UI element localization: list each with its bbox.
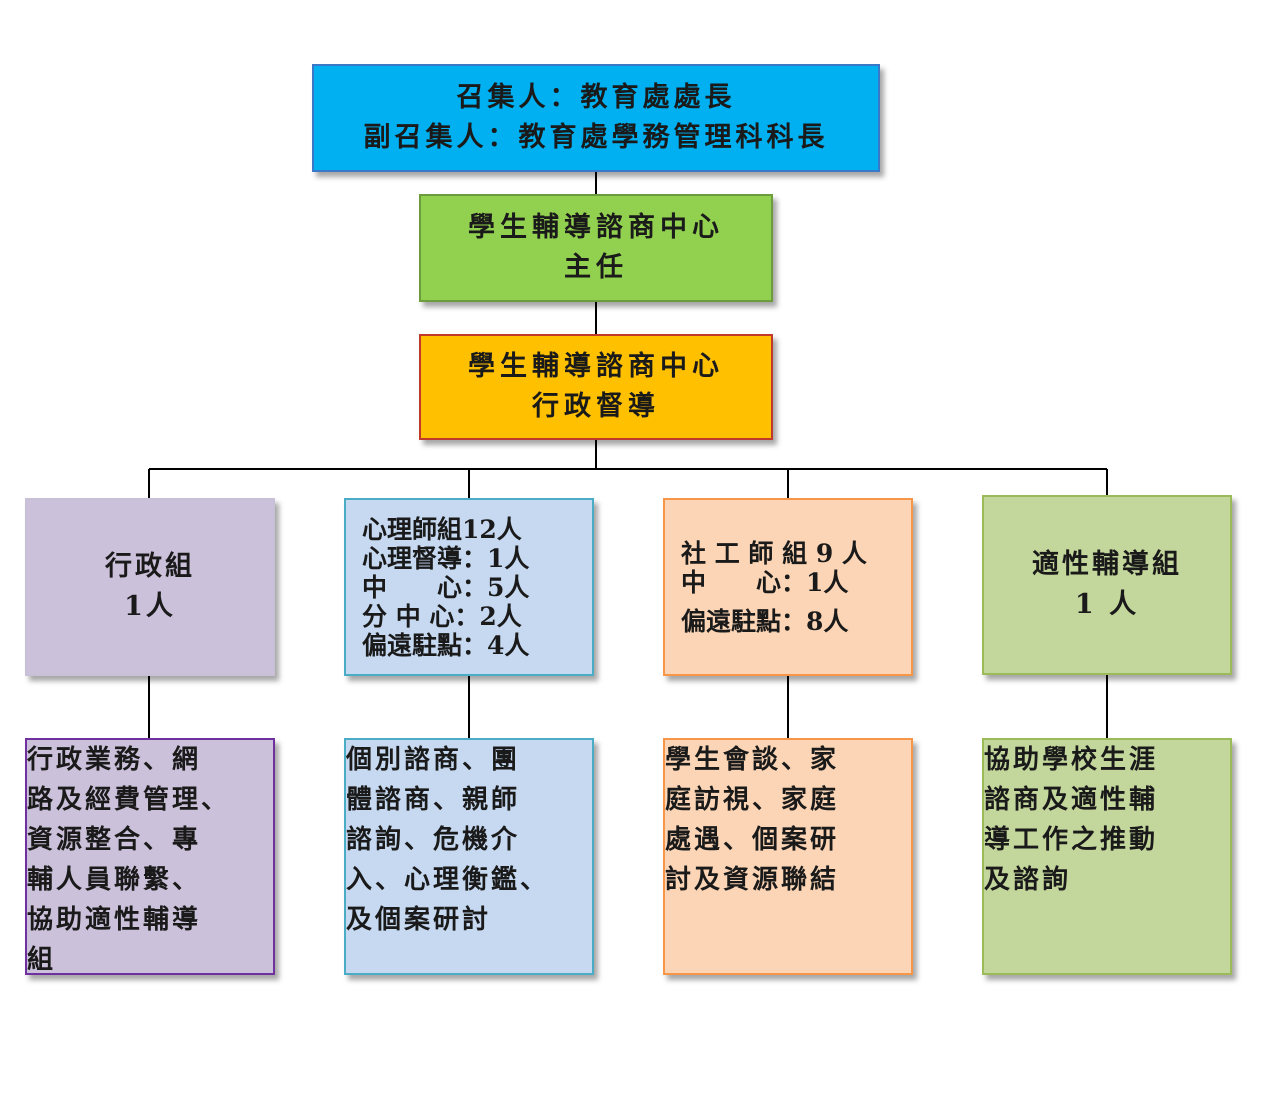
- career-duty-line: 及諮詢: [984, 865, 1072, 895]
- supervisor-role: 行政督導: [532, 391, 660, 422]
- career-duty-box: 協助學校生涯 諮商及適性輔 導工作之推動 及諮詢: [982, 738, 1232, 975]
- career-group-name: 適性輔導組: [1032, 549, 1182, 580]
- social-duty-line: 庭訪視、家庭: [665, 785, 840, 815]
- admin-duty-line: 行政業務、網: [27, 745, 202, 775]
- admin-group-count: 1人: [124, 591, 176, 622]
- social-duty-line: 討及資源聯結: [665, 865, 840, 895]
- psych-duty-box: 個別諮商、團 體諮商、親師 諮詢、危機介 入、心理衡鑑、 及個案研討: [344, 738, 594, 975]
- psych-group-box: 心理師組12人 心理督導：1人 中 心：5人 分 中 心：2人 偏遠駐點：4人: [344, 498, 594, 676]
- psych-duty-line: 入、心理衡鑑、: [346, 865, 550, 895]
- convener-title: 召集人：教育處處長: [456, 82, 736, 113]
- director-unit: 學生輔導諮商中心: [468, 212, 724, 243]
- psych-duty-line: 及個案研討: [346, 905, 492, 935]
- convener-box: 召集人：教育處處長 副召集人：教育處學務管理科科長: [312, 64, 880, 172]
- director-box: 學生輔導諮商中心 主任: [419, 194, 773, 302]
- psych-branch-count: 分 中 心：2人: [362, 601, 522, 631]
- social-center-count: 中 心：1人: [681, 567, 849, 597]
- career-duty-line: 諮商及適性輔: [984, 785, 1159, 815]
- admin-duty-line: 協助適性輔導: [27, 905, 202, 935]
- admin-duty-line: 輔人員聯繫、: [27, 865, 202, 895]
- psych-duty-line: 個別諮商、團: [346, 745, 521, 775]
- psych-group-name: 心理師組12人: [362, 514, 522, 544]
- social-remote-count: 偏遠駐點：8人: [681, 606, 849, 636]
- career-duty-line: 導工作之推動: [984, 825, 1159, 855]
- career-group-box: 適性輔導組 1 人: [982, 495, 1232, 675]
- psych-remote-count: 偏遠駐點：4人: [362, 630, 530, 660]
- social-group-name: 社 工 師 組 9 人: [681, 538, 867, 568]
- supervisor-unit: 學生輔導諮商中心: [468, 351, 724, 382]
- admin-duty-line: 路及經費管理、: [27, 785, 231, 815]
- deputy-convener-title: 副召集人：教育處學務管理科科長: [363, 122, 829, 153]
- admin-duty-box: 行政業務、網 路及經費管理、 資源整合、專 輔人員聯繫、 協助適性輔導 組: [25, 738, 275, 975]
- career-group-count: 1 人: [1074, 589, 1140, 620]
- psych-duty-line: 體諮商、親師: [346, 785, 521, 815]
- admin-group-name: 行政組: [105, 551, 195, 582]
- social-group-box: 社 工 師 組 9 人 中 心：1人 偏遠駐點：8人: [663, 498, 913, 676]
- social-duty-line: 學生會談、家: [665, 745, 840, 775]
- psych-supervisor-count: 心理督導：1人: [362, 543, 530, 573]
- admin-duty-line: 資源整合、專: [27, 825, 202, 855]
- director-role: 主任: [564, 252, 628, 283]
- career-duty-line: 協助學校生涯: [984, 745, 1159, 775]
- psych-center-count: 中 心：5人: [362, 572, 530, 602]
- psych-duty-line: 諮詢、危機介: [346, 825, 521, 855]
- social-duty-line: 處遇、個案研: [665, 825, 840, 855]
- supervisor-box: 學生輔導諮商中心 行政督導: [419, 334, 773, 440]
- admin-duty-line: 組: [27, 945, 57, 975]
- admin-group-box: 行政組 1人: [25, 498, 275, 676]
- social-duty-box: 學生會談、家 庭訪視、家庭 處遇、個案研 討及資源聯結: [663, 738, 913, 975]
